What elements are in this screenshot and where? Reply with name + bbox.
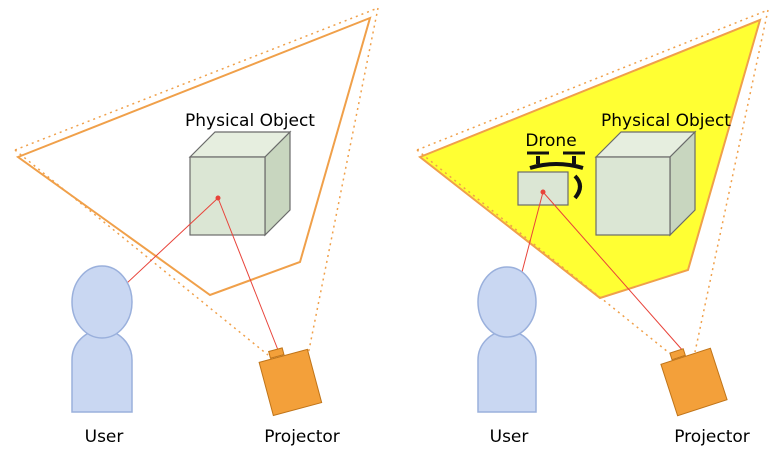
left-projector-beam xyxy=(217,197,279,351)
right-user-figure xyxy=(477,266,537,413)
right-user-sight-line xyxy=(521,191,544,273)
left-user-label: User xyxy=(85,427,124,446)
right-projector-label: Projector xyxy=(674,427,750,446)
right-frustum-edge-right xyxy=(694,9,769,353)
right-physical-object xyxy=(594,130,697,237)
drone-icon xyxy=(517,151,585,206)
right-projector-icon xyxy=(660,347,728,417)
right-physical-object-label: Physical Object xyxy=(601,111,731,131)
left-user-figure xyxy=(71,265,133,413)
drone-label: Drone xyxy=(525,131,576,151)
right-target-point xyxy=(540,189,546,195)
left-frustum-edge-left xyxy=(14,149,269,356)
right-panel: Physical Object Drone User xyxy=(416,9,769,447)
left-projector-label: Projector xyxy=(264,427,340,446)
right-user-label: User xyxy=(490,427,529,446)
left-projection-area xyxy=(15,16,372,297)
right-projection-area xyxy=(418,18,762,300)
left-physical-object xyxy=(188,130,292,237)
left-frustum-edge-right xyxy=(307,7,379,356)
left-projector-icon xyxy=(258,347,323,417)
left-physical-object-label: Physical Object xyxy=(185,111,315,131)
right-projector-beam xyxy=(542,191,685,353)
left-user-sight-line xyxy=(126,197,219,284)
left-frustum-edge-top xyxy=(14,7,379,151)
left-target-point xyxy=(215,195,221,201)
left-panel: Physical Object User Projector xyxy=(14,7,379,447)
